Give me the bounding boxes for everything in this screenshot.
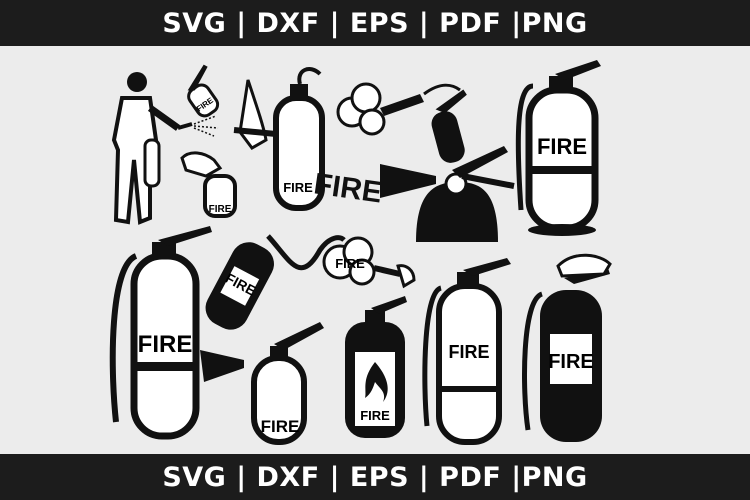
fire-label: FIRE: [448, 342, 489, 362]
small-extinguisher-tilted-icon: FIRE: [187, 64, 220, 118]
fire-label: FIRE: [261, 417, 300, 436]
fire-extinguisher-icon: FIRE: [109, 226, 212, 440]
fire-label: FIRE: [548, 351, 594, 373]
bottom-format-banner: SVG | DXF | EPS | PDF |PNG: [0, 454, 750, 500]
top-format-text: SVG | DXF | EPS | PDF |PNG: [162, 7, 588, 39]
hand-with-small-extinguisher-icon: FIRE: [180, 151, 237, 218]
fire-label: FIRE: [138, 331, 193, 358]
fire-extinguisher-icon: FIRE: [422, 258, 511, 445]
dark-extinguisher-tilted-icon: [431, 89, 467, 163]
fire-label: FIRE: [360, 408, 390, 423]
fire-extinguisher-icon: FIRE: [515, 60, 601, 236]
co2-extinguisher-with-horn-icon: FIRE: [200, 322, 324, 445]
hand-icon: [556, 253, 612, 278]
bottom-format-text: SVG | DXF | EPS | PDF |PNG: [162, 461, 588, 493]
fire-cloud-spray-icon: FIRE: [322, 236, 416, 289]
clipart-svg: FIRE FIRE FIRE FIRE: [109, 60, 612, 445]
flame-extinguisher-icon: FIRE: [345, 296, 407, 438]
fire-label: FIRE: [283, 180, 313, 195]
spray-cloud-icon: [336, 82, 461, 136]
flame-icon: [365, 362, 388, 402]
top-format-banner: SVG | DXF | EPS | PDF |PNG: [0, 0, 750, 46]
clipart-area: FIRE FIRE FIRE FIRE: [0, 46, 750, 454]
fire-label: FIRE: [209, 204, 232, 215]
tilted-extinguisher-with-hose-icon: FIRE: [205, 234, 346, 330]
fire-label: FIRE: [312, 167, 384, 209]
person-spraying-extinguisher-icon: [111, 72, 219, 225]
extinguisher-held-by-hand-icon: FIRE: [233, 67, 325, 211]
fire-label: FIRE: [335, 256, 365, 271]
fire-label: FIRE: [537, 134, 587, 159]
fire-text-graphic: FIRE: [312, 167, 384, 209]
co2-extinguisher-with-horn-icon: [380, 146, 515, 242]
dark-extinguisher-with-hand-icon: FIRE: [522, 253, 612, 442]
